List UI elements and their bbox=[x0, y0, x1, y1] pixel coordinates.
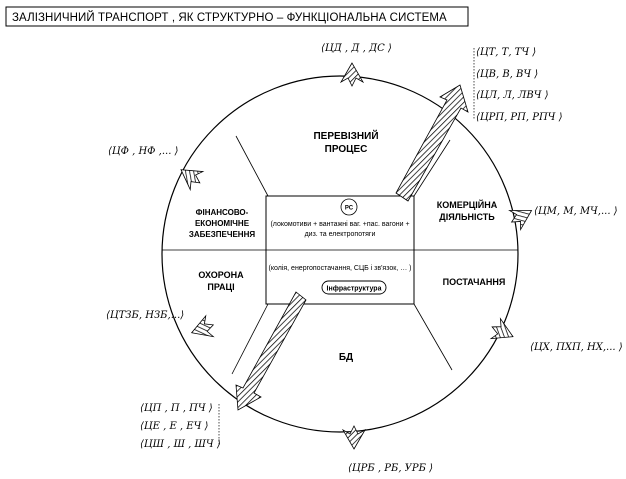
system-circle bbox=[161, 75, 519, 433]
long-arrow-bottom-left bbox=[235, 291, 307, 411]
label-bottom: ⟨ЦРБ , РБ, УРБ ⟩ bbox=[348, 463, 433, 474]
infrastructure-label: Інфраструктура bbox=[327, 286, 382, 293]
sector-dividers bbox=[162, 135, 518, 375]
infrastructure-line: (колія, енергопостачання, СЦБ і зв'язок,… bbox=[269, 264, 412, 272]
label-left-upper: ⟨ЦФ , НФ ,... ⟩ bbox=[108, 146, 179, 157]
sector-commercial-line2: ДІЯЛЬНІСТЬ bbox=[439, 212, 495, 222]
arrow-right-lower bbox=[487, 316, 519, 348]
label-top-right-3: ⟨ЦЛ, Л, ЛВЧ ⟩ bbox=[476, 90, 549, 101]
rolling-stock-line1: (локомотиви + вантажні ваг. +пас. вагони… bbox=[270, 220, 409, 228]
sector-labor-line1: ОХОРОНА bbox=[198, 270, 244, 280]
sector-finance-line1: ФІНАНСОВО- bbox=[196, 208, 249, 217]
sector-transport-line1: ПЕРЕВІЗНИЙ bbox=[313, 129, 378, 142]
label-top: ⟨ЦД , Д , ДС ⟩ bbox=[321, 43, 392, 54]
sector-transport-line2: ПРОЦЕС bbox=[325, 144, 368, 155]
label-right-mid: ⟨ЦМ, М, МЧ,... ⟩ bbox=[534, 206, 618, 217]
long-arrow-top-right bbox=[395, 84, 469, 202]
arrow-bottom bbox=[342, 425, 366, 450]
label-top-right-1: ⟨ЦТ, Т, ТЧ ⟩ bbox=[476, 47, 536, 58]
label-top-right-4: ⟨ЦРП, РП, РПЧ ⟩ bbox=[476, 112, 563, 123]
arrow-left-lower bbox=[187, 314, 218, 344]
label-bottom-left-1: ⟨ЦП , П , ПЧ ⟩ bbox=[140, 403, 213, 414]
label-bottom-left-3: ⟨ЦШ , Ш , ШЧ ⟩ bbox=[140, 439, 221, 450]
arrow-top bbox=[340, 62, 364, 87]
rolling-stock-line2: диз. та електропотяги bbox=[305, 231, 376, 238]
sector-finance-line2: ЕКОНОМІЧНЕ bbox=[195, 219, 250, 228]
title-box bbox=[5, 6, 469, 27]
rs-node bbox=[340, 198, 358, 216]
diagram-title: ЗАЛІЗНИЧНИЙ ТРАНСПОРТ , ЯК СТРУКТУРНО – … bbox=[12, 11, 447, 24]
label-right-lower: ⟨ЦХ, ПХП, НХ,... ⟩ bbox=[530, 342, 623, 353]
label-bottom-left-2: ⟨ЦЕ , Е , ЕЧ ⟩ bbox=[140, 421, 209, 432]
sector-bd: БД bbox=[339, 352, 353, 363]
rs-label: РС bbox=[345, 206, 354, 212]
sector-commercial-line1: КОМЕРЦІЙНА bbox=[437, 199, 498, 210]
sector-labor-line2: ПРАЦІ bbox=[207, 282, 234, 292]
label-left-lower: ⟨ЦТЗБ, НЗБ,...⟩ bbox=[106, 310, 184, 321]
infrastructure-button[interactable] bbox=[321, 280, 387, 295]
sector-supply: ПОСТАЧАННЯ bbox=[443, 277, 506, 287]
sector-finance-line3: ЗАБЕЗПЕЧЕННЯ bbox=[189, 230, 255, 239]
label-top-right-2: ⟨ЦВ, В, ВЧ ⟩ bbox=[476, 69, 538, 80]
